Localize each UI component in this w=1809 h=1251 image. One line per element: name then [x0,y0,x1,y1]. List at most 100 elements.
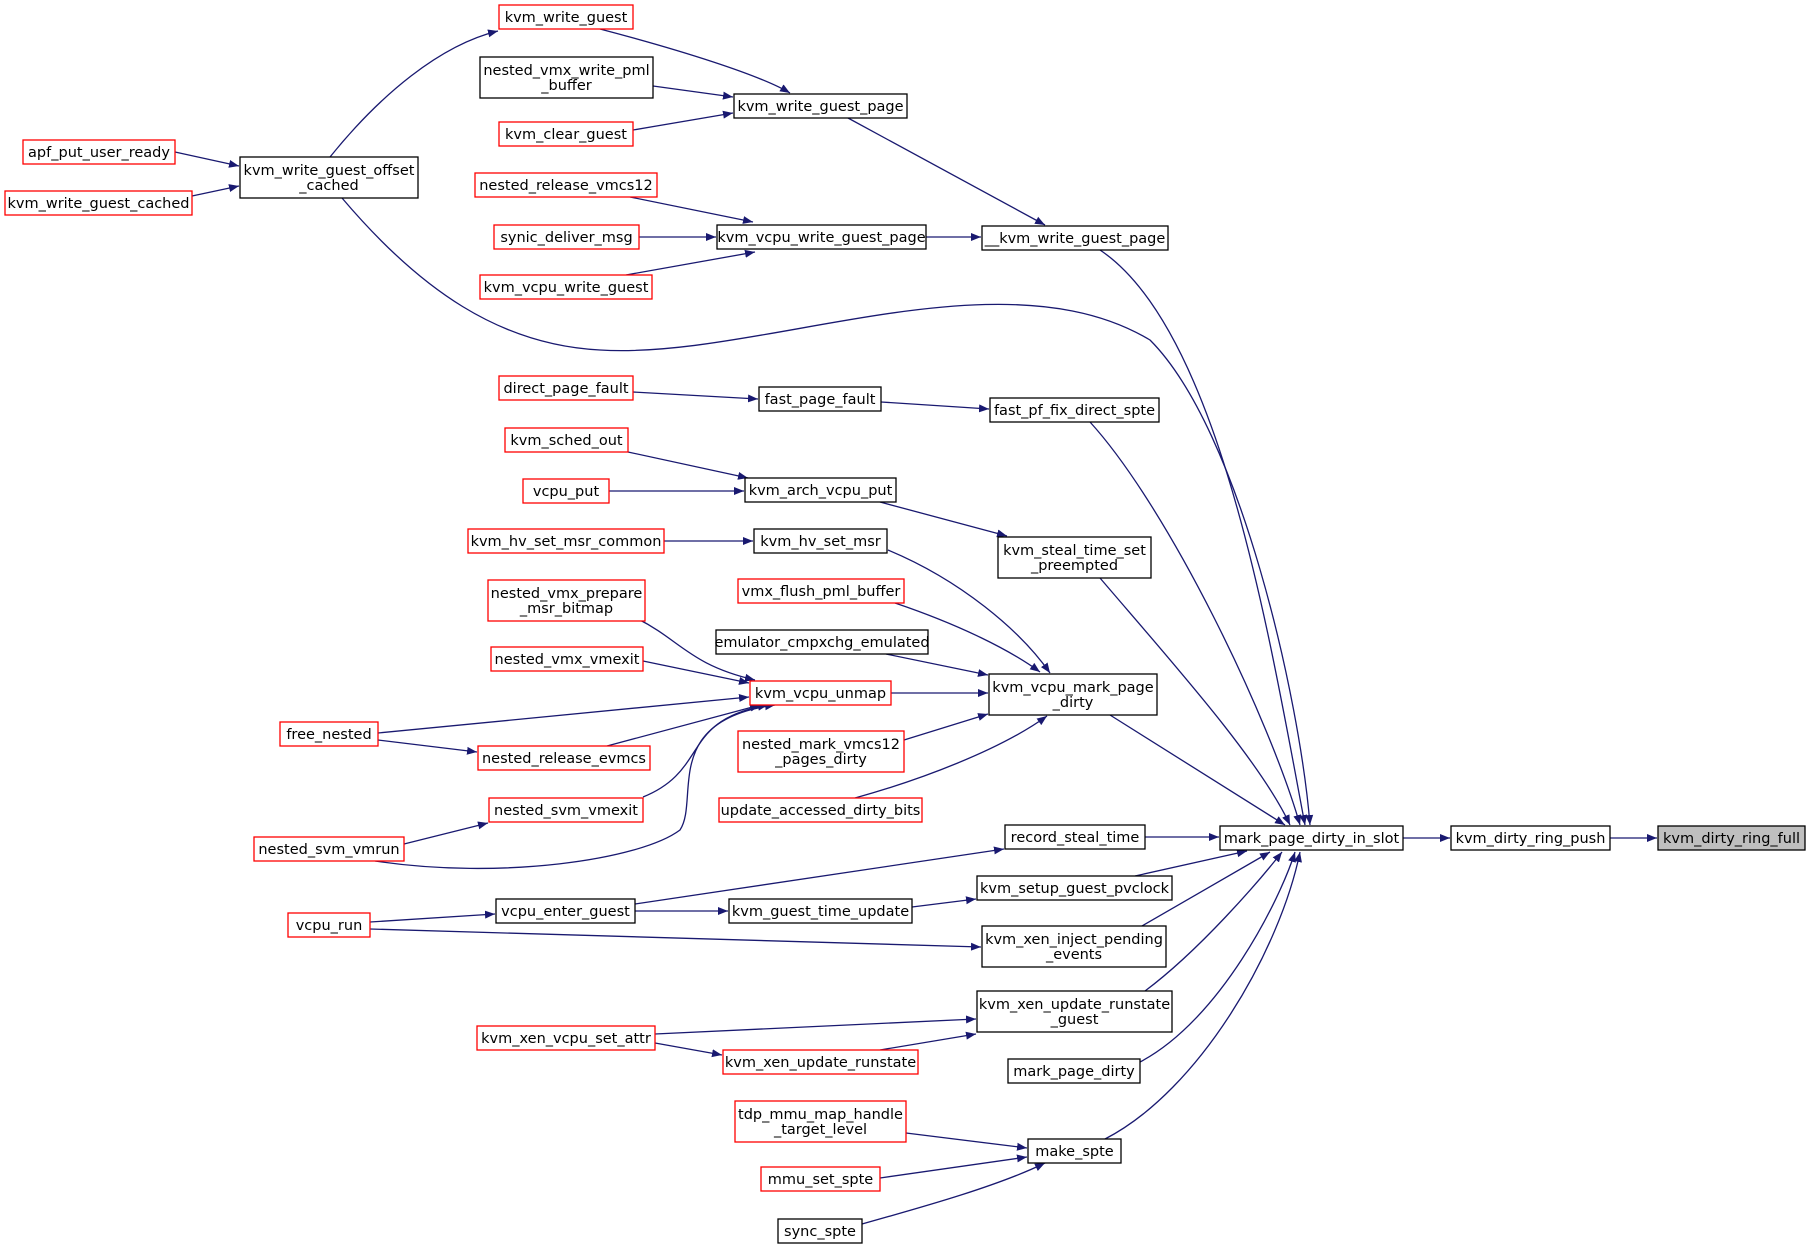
node-vcpu_run[interactable]: vcpu_run [287,912,371,938]
node-kvm_xen_inject_pending_events[interactable]: kvm_xen_inject_pending_events [981,925,1167,968]
edge-vcpu_run-to-kvm_xen_inject_pending_events [369,928,982,951]
node-vmx_flush_pml_buffer[interactable]: vmx_flush_pml_buffer [737,578,905,604]
node-label: kvm_guest_time_update [732,904,909,920]
edge-kvm_vcpu_write_guest-to-kvm_vcpu_write_guest_page [625,249,756,276]
node-kvm_dirty_ring_full[interactable]: kvm_dirty_ring_full [1657,825,1806,851]
node-mark_page_dirty[interactable]: mark_page_dirty [1007,1058,1141,1084]
node-__kvm_write_guest_page[interactable]: __kvm_write_guest_page [981,225,1169,251]
edge-kvm_hv_set_msr-to-kvm_vcpu_mark_page_dirty [887,549,1051,674]
node-box [476,1025,656,1051]
edge-path [905,1132,1028,1151]
node-fast_page_fault[interactable]: fast_page_fault [758,386,882,412]
edge-path [329,29,499,158]
edge-nested_vmx_prepare_msr_bitmap-to-kvm_vcpu_unmap [637,618,756,682]
edge-kvm_write_guest-to-kvm_write_guest_page [599,28,791,94]
node-label: kvm_vcpu_write_guest [484,280,649,296]
edge-emulator_cmpxchg_emulated-to-kvm_vcpu_mark_page_dirty [885,653,989,677]
node-box [495,898,636,924]
node-box [997,536,1152,579]
node-nested_vmx_vmexit[interactable]: nested_vmx_vmexit [490,646,644,672]
node-kvm_write_guest_offset_cached[interactable]: kvm_write_guest_offset_cached [239,156,419,199]
node-label: kvm_hv_set_msr [760,534,880,550]
node-nested_release_evmcs[interactable]: nested_release_evmcs [477,745,651,771]
node-kvm_write_guest[interactable]: kvm_write_guest [498,4,634,30]
edge-fast_page_fault-to-fast_pf_fix_direct_spte [880,401,990,413]
node-kvm_steal_time_set_preempted[interactable]: kvm_steal_time_set_preempted [997,536,1152,579]
node-mark_page_dirty_in_slot[interactable]: mark_page_dirty_in_slot [1219,825,1404,851]
node-vcpu_enter_guest[interactable]: vcpu_enter_guest [495,898,636,924]
node-kvm_hv_set_msr[interactable]: kvm_hv_set_msr [753,528,888,554]
node-kvm_xen_update_runstate[interactable]: kvm_xen_update_runstate [722,1049,919,1075]
node-vcpu_put[interactable]: vcpu_put [522,478,610,504]
node-label: nested_vmx_write_pml [483,63,649,79]
node-kvm_write_guest_cached[interactable]: kvm_write_guest_cached [4,190,193,216]
node-emulator_cmpxchg_emulated[interactable]: emulator_cmpxchg_emulated [714,629,930,655]
node-kvm_dirty_ring_push[interactable]: kvm_dirty_ring_push [1450,825,1611,851]
node-nested_svm_vmexit[interactable]: nested_svm_vmexit [488,797,644,823]
node-label: _events [1045,947,1102,963]
node-mmu_set_spte[interactable]: mmu_set_spte [760,1166,881,1192]
node-kvm_vcpu_write_guest[interactable]: kvm_vcpu_write_guest [479,274,653,300]
node-box [477,745,651,771]
node-tdp_mmu_map_handle_target_level[interactable]: tdp_mmu_map_handle_target_level [734,1100,907,1143]
node-direct_page_fault[interactable]: direct_page_fault [498,375,634,401]
edge-path [1134,849,1248,877]
node-box [749,680,892,706]
node-kvm_write_guest_page[interactable]: kvm_write_guest_page [733,93,908,119]
node-kvm_setup_guest_pvclock[interactable]: kvm_setup_guest_pvclock [976,875,1173,901]
node-nested_release_vmcs12[interactable]: nested_release_vmcs12 [474,172,658,198]
node-kvm_guest_time_update[interactable]: kvm_guest_time_update [728,898,913,924]
node-fast_pf_fix_direct_spte[interactable]: fast_pf_fix_direct_spte [989,397,1160,423]
node-make_spte[interactable]: make_spte [1027,1138,1122,1164]
node-box [1450,825,1611,851]
node-label: record_steal_time [1011,830,1140,846]
node-box [479,56,654,99]
edge-path [879,1031,977,1051]
node-sync_spte[interactable]: sync_spte [777,1218,863,1244]
node-kvm_xen_vcpu_set_attr[interactable]: kvm_xen_vcpu_set_attr [476,1025,656,1051]
node-label: _target_level [773,1122,867,1138]
edge-kvm_guest_time_update-to-kvm_setup_guest_pvclock [911,896,977,908]
node-label: vcpu_run [296,918,363,934]
node-kvm_sched_out[interactable]: kvm_sched_out [504,427,629,453]
node-box [22,139,176,165]
node-label: _dirty [1052,695,1094,711]
node-apf_put_user_ready[interactable]: apf_put_user_ready [22,139,176,165]
node-label: kvm_xen_update_runstate [979,997,1170,1013]
edge-nested_mark_vmcs12_pages_dirty-to-kvm_vcpu_mark_page_dirty [903,713,989,741]
node-label: nested_svm_vmrun [258,842,399,858]
node-label: _cached [298,178,358,194]
node-box [287,912,371,938]
node-free_nested[interactable]: free_nested [279,721,379,747]
node-kvm_vcpu_write_guest_page[interactable]: kvm_vcpu_write_guest_page [716,224,927,250]
node-nested_mark_vmcs12_pages_dirty[interactable]: nested_mark_vmcs12_pages_dirty [737,730,905,773]
node-nested_vmx_write_pml_buffer[interactable]: nested_vmx_write_pml_buffer [479,56,654,99]
edge-path [652,85,734,100]
node-update_accessed_dirty_bits[interactable]: update_accessed_dirty_bits [718,797,923,823]
node-box [758,386,882,412]
node-nested_vmx_prepare_msr_bitmap[interactable]: nested_vmx_prepare_msr_bitmap [487,579,646,622]
node-kvm_clear_guest[interactable]: kvm_clear_guest [498,121,634,147]
node-kvm_arch_vcpu_put[interactable]: kvm_arch_vcpu_put [744,477,897,503]
node-synic_deliver_msg[interactable]: synic_deliver_msg [493,224,640,250]
node-label: vcpu_put [533,484,600,500]
node-label: kvm_write_guest_page [737,99,903,115]
node-box [734,1100,907,1143]
edge-path [1089,421,1302,826]
edge-path [1109,714,1286,826]
node-kvm_xen_update_runstate_guest[interactable]: kvm_xen_update_runstate_guest [976,990,1173,1033]
edge-free_nested-to-nested_release_evmcs [377,739,478,755]
node-nested_svm_vmrun[interactable]: nested_svm_vmrun [253,836,405,862]
node-kvm_hv_set_msr_common[interactable]: kvm_hv_set_msr_common [467,528,665,554]
node-label: kvm_vcpu_mark_page [992,680,1153,696]
node-kvm_vcpu_unmap[interactable]: kvm_vcpu_unmap [749,680,892,706]
node-label: nested_mark_vmcs12 [742,737,900,753]
node-record_steal_time[interactable]: record_steal_time [1004,824,1146,850]
node-kvm_vcpu_mark_page_dirty[interactable]: kvm_vcpu_mark_page_dirty [988,673,1158,716]
edge-path [632,391,759,403]
node-label: tdp_mmu_map_handle [738,1107,903,1123]
edge-kvm_xen_update_runstate_guest-to-mark_page_dirty_in_slot [1144,851,1283,992]
node-label: kvm_hv_set_msr_common [471,534,662,550]
edge-path [634,846,1005,905]
